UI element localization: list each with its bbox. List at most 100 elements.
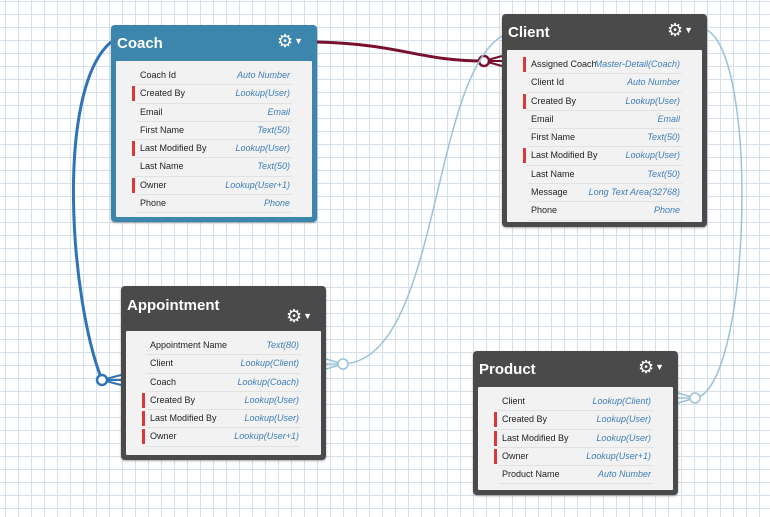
field-type: Lookup(User) — [235, 88, 290, 99]
crowfoot-appointment-client — [325, 358, 344, 370]
field-row[interactable]: Last Name Text(50) — [136, 158, 292, 177]
required-marker — [494, 448, 497, 464]
field-name: Owner — [502, 450, 529, 461]
field-type: Text(50) — [647, 168, 680, 179]
gear-icon[interactable]: ⚙▼ — [285, 306, 312, 326]
caret-down-icon[interactable]: ▼ — [684, 25, 693, 35]
object-header[interactable]: Appointment ⚙▼ — [121, 286, 326, 326]
gear-icon[interactable]: ⚙▼ — [666, 20, 693, 40]
field-type: Lookup(User+1) — [234, 431, 299, 442]
field-type: Auto Number — [626, 77, 680, 88]
field-name: Client — [502, 396, 526, 406]
object-title[interactable]: Coach — [117, 35, 163, 52]
field-type: Lookup(Client) — [240, 358, 299, 369]
required-marker — [132, 177, 135, 193]
field-name: Created By — [502, 414, 548, 425]
object-title[interactable]: Client — [508, 24, 550, 41]
field-type: Lookup(User) — [244, 394, 299, 405]
link-end-circle-product-client — [689, 392, 701, 404]
field-name: Client Id — [531, 77, 565, 88]
crowfoot-appointment-coach — [101, 374, 122, 386]
link-end-circle-appointment-client — [337, 358, 349, 370]
caret-down-icon[interactable]: ▼ — [303, 311, 312, 321]
field-type: Lookup(User) — [625, 150, 680, 161]
field-row[interactable]: Last Name Text(50) — [527, 166, 682, 185]
object-header[interactable]: Client ⚙▼ — [502, 14, 707, 50]
required-marker — [142, 411, 145, 427]
field-name: Last Name — [531, 168, 575, 179]
link-appointment-coach[interactable] — [72, 40, 112, 381]
field-name: Last Modified By — [150, 413, 217, 424]
link-appointment-client[interactable] — [342, 35, 503, 365]
field-row[interactable]: Owner Lookup(User+1) — [494, 448, 653, 467]
gear-icon[interactable]: ⚙▼ — [276, 31, 303, 51]
field-name: Coach — [150, 376, 177, 387]
field-type: Lookup(User+1) — [586, 450, 651, 461]
required-marker — [523, 93, 526, 109]
caret-down-icon[interactable]: ▼ — [294, 36, 303, 46]
field-type: Phone — [653, 205, 680, 216]
field-row[interactable]: Phone Phone — [527, 202, 682, 221]
field-row[interactable]: Client Id Auto Number — [527, 74, 682, 93]
object-title[interactable]: Product — [479, 361, 536, 378]
field-type: Text(50) — [257, 161, 290, 172]
field-type: Lookup(User) — [596, 414, 651, 425]
required-marker — [523, 57, 526, 72]
required-marker — [494, 412, 497, 428]
object-header[interactable]: Coach ⚙▼ — [111, 25, 317, 61]
field-name: Last Modified By — [140, 143, 207, 154]
field-name: Email — [531, 113, 554, 124]
required-marker — [142, 429, 145, 445]
link-client-coach-master-detail[interactable] — [316, 40, 485, 63]
object-header[interactable]: Product ⚙▼ — [473, 351, 678, 387]
field-type: Lookup(User+1) — [225, 179, 290, 190]
field-name: First Name — [531, 132, 576, 143]
field-name: Owner — [140, 179, 167, 190]
field-name: Last Name — [140, 161, 184, 172]
required-marker — [132, 141, 135, 157]
gear-icon[interactable]: ⚙▼ — [637, 357, 664, 377]
field-type: Master-Detail(Coach) — [594, 59, 680, 69]
field-name: Client — [150, 358, 174, 369]
crowfoot-product-client — [677, 392, 696, 404]
field-name: First Name — [140, 124, 185, 135]
field-type: Text(80) — [266, 340, 299, 350]
field-name: Phone — [531, 205, 558, 216]
field-row[interactable]: Owner Lookup(User+1) — [132, 177, 292, 196]
object-title[interactable]: Appointment — [127, 297, 220, 314]
field-row[interactable]: Client Lookup(Client) — [146, 355, 301, 374]
field-type: Auto Number — [597, 469, 651, 480]
field-row[interactable]: Created By Lookup(User) — [494, 411, 653, 430]
field-type: Long Text Area(32768) — [588, 187, 680, 198]
caret-down-icon[interactable]: ▼ — [655, 362, 664, 372]
